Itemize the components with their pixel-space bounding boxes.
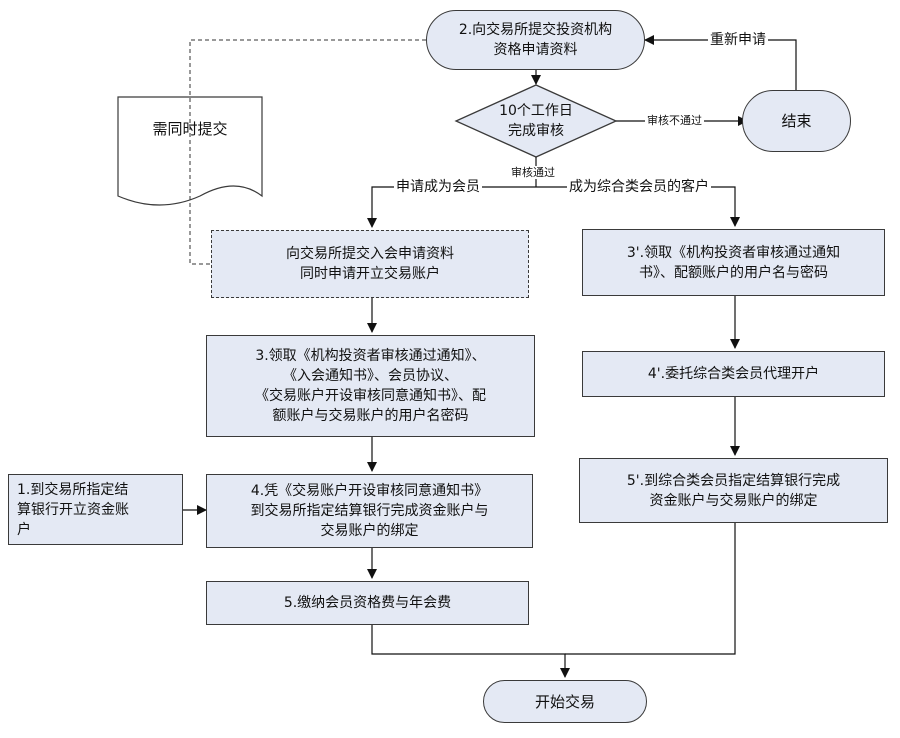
step5-node: 5.缴纳会员资格费与年会费 xyxy=(206,581,529,625)
step1-node: 1.到交易所指定结 算银行开立资金账 户 xyxy=(8,474,183,545)
label-become-client: 成为综合类会员的客户 xyxy=(567,179,711,195)
step4-node: 4.凭《交易账户开设审核同意通知书》 到交易所指定结算银行完成资金账户与 交易账… xyxy=(206,474,533,548)
step2-text: 2.向交易所提交投资机构 资格申请资料 xyxy=(458,22,613,58)
step2-node: 2.向交易所提交投资机构 资格申请资料 xyxy=(426,10,645,70)
step4-text: 4.凭《交易账户开设审核同意通知书》 到交易所指定结算银行完成资金账户与 交易账… xyxy=(250,483,489,539)
start-trade-node: 开始交易 xyxy=(483,680,647,723)
label-not-passed: 审核不通过 xyxy=(645,114,704,127)
step4p-node: 4'.委托综合类会员代理开户 xyxy=(582,351,885,397)
step5p-node: 5'.到综合类会员指定结算银行完成 资金账户与交易账户的绑定 xyxy=(579,458,888,523)
decision-text: 10个工作日 完成审核 xyxy=(499,103,573,139)
label-apply-member: 申请成为会员 xyxy=(394,179,482,195)
end-node: 结束 xyxy=(742,90,851,152)
end-text: 结束 xyxy=(781,112,812,130)
label-reapply: 重新申请 xyxy=(708,32,768,48)
step3p-text: 3'.领取《机构投资者审核通过通知 书》、配额账户的用户名与密码 xyxy=(626,244,841,281)
step4p-text: 4'.委托综合类会员代理开户 xyxy=(647,366,820,382)
step3-node: 3.领取《机构投资者审核通过通知》、 《入会通知书》、会员协议、 《交易账户开设… xyxy=(206,335,535,437)
step3p-node: 3'.领取《机构投资者审核通过通知 书》、配额账户的用户名与密码 xyxy=(582,229,885,296)
step5p-text: 5'.到综合类会员指定结算银行完成 资金账户与交易账户的绑定 xyxy=(626,472,841,509)
step5-text: 5.缴纳会员资格费与年会费 xyxy=(283,595,452,611)
step1-text: 1.到交易所指定结 算银行开立资金账 户 xyxy=(17,481,129,538)
start-trade-text: 开始交易 xyxy=(534,692,595,711)
doc-note-text: 需同时提交 xyxy=(152,120,228,138)
submit-member-node: 向交易所提交入会申请资料 同时申请开立交易账户 xyxy=(211,230,529,298)
step3-text: 3.领取《机构投资者审核通过通知》、 《入会通知书》、会员协议、 《交易账户开设… xyxy=(255,348,486,424)
label-passed: 审核通过 xyxy=(509,166,557,179)
submit-member-text: 向交易所提交入会申请资料 同时申请开立交易账户 xyxy=(286,246,454,282)
